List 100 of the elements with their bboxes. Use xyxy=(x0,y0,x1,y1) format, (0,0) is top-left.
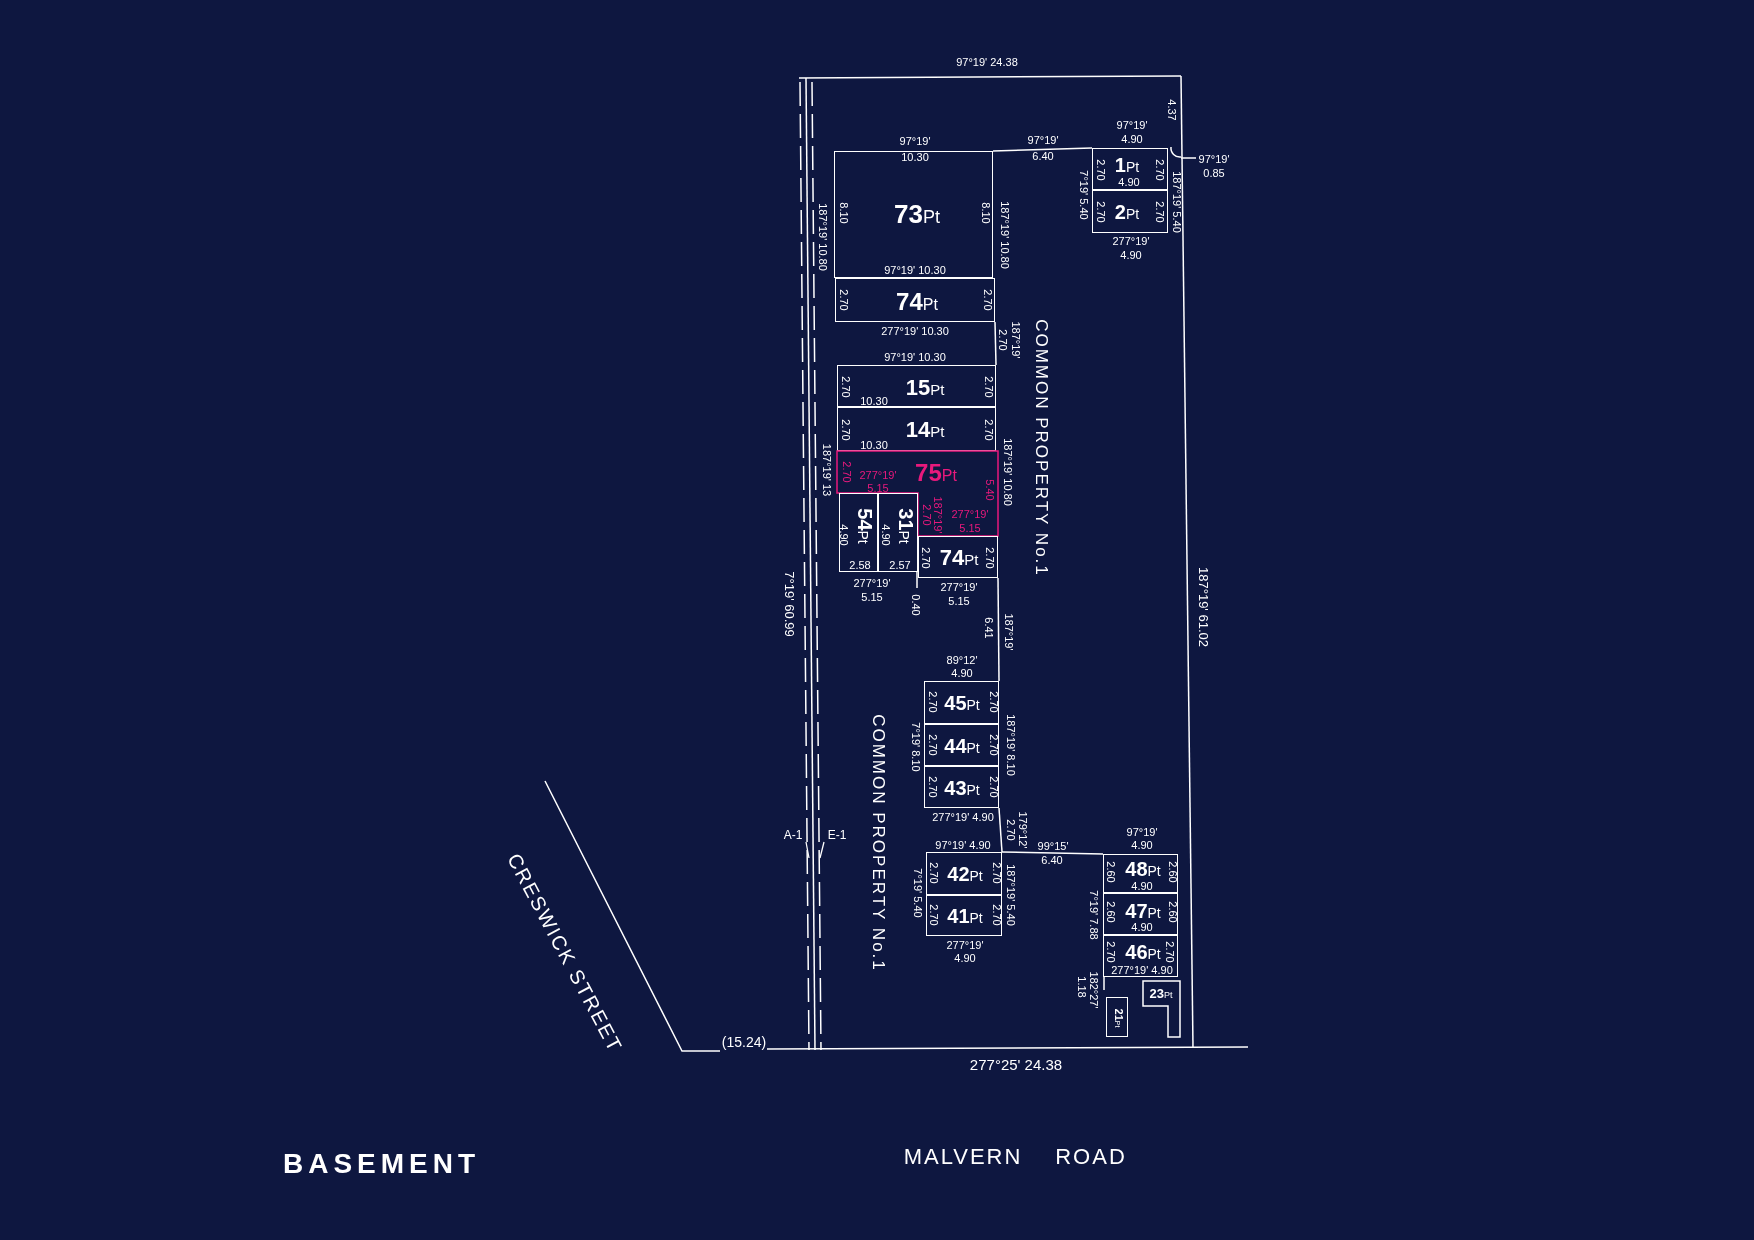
dimension-label: 2.58 xyxy=(849,559,871,571)
lot-number: 15 xyxy=(905,377,931,399)
dimension-label: 4.90 xyxy=(1131,921,1153,933)
dimension-label: 2.70 xyxy=(983,547,995,569)
lot-number: 44 xyxy=(944,736,967,756)
dimension-label: 0.85 xyxy=(1203,167,1225,179)
lot-suffix: Pt xyxy=(856,530,870,544)
lot-outline xyxy=(926,852,1002,895)
dimension-label: 6.41 xyxy=(982,617,994,639)
dimension-label: 2.70 xyxy=(1104,941,1116,963)
lot-suffix: Pt xyxy=(922,297,938,313)
lot-number: 41 xyxy=(947,906,970,926)
dimension-label: 99°15' xyxy=(1037,840,1069,852)
lot-outline xyxy=(1143,981,1180,1037)
dimension-label: 2.57 xyxy=(889,559,911,571)
lot-number: 75 xyxy=(915,461,942,485)
dimension-label: 4.90 xyxy=(1118,176,1140,188)
dimension-label: 2.60 xyxy=(1166,901,1178,923)
lot-number: 31 xyxy=(896,508,916,531)
dimension-label: 97°19' 4.90 xyxy=(935,839,991,851)
lot-outline xyxy=(926,895,1002,936)
dimension-label: 187°19' 10.80 xyxy=(998,201,1010,269)
dimension-label: 187°19' 5.40 xyxy=(1170,171,1182,233)
lot-suffix: Pt xyxy=(969,911,983,925)
lot-outline xyxy=(918,536,998,578)
dimension-label: 2.70 xyxy=(920,504,932,526)
lot-suffix: Pt xyxy=(1164,990,1173,1000)
dimension-label: 6.40 xyxy=(1032,150,1054,162)
leader-line xyxy=(819,841,825,859)
lot-number: 47 xyxy=(1125,901,1148,921)
dimension-label: 10.30 xyxy=(860,439,888,451)
dimension-label: 6.40 xyxy=(1041,854,1063,866)
dimension-label: 2.70 xyxy=(1153,201,1165,223)
street-name: ROAD xyxy=(1055,1146,1127,1168)
lot-outline xyxy=(878,493,918,572)
dimension-label: 2.70 xyxy=(981,289,993,311)
lot-suffix: Pt xyxy=(966,741,980,755)
dimension-label: 5.15 xyxy=(959,522,981,534)
dimension-label: 7°19' 7.88 xyxy=(1087,890,1099,940)
dimension-label: 8.10 xyxy=(979,202,991,224)
dimension-label: 2.70 xyxy=(840,461,852,483)
dimension-label: 4.90 xyxy=(1120,249,1142,261)
lot-number: 48 xyxy=(1125,859,1148,879)
dimension-label: 4.90 xyxy=(1131,880,1153,892)
dimension-label: (15.24) xyxy=(721,1035,767,1049)
dimension-label: 0.40 xyxy=(909,594,921,616)
lot-outline xyxy=(835,278,995,322)
dimension-label: 1.18 xyxy=(1075,976,1087,998)
lot-number: 45 xyxy=(944,693,967,713)
lot-number: 2 xyxy=(1114,202,1126,222)
dimension-label: 2.70 xyxy=(927,904,939,926)
lot-suffix: Pt xyxy=(964,552,979,567)
lot-outline xyxy=(837,407,996,451)
lot-suffix: Pt xyxy=(1147,947,1161,961)
dimension-label: 89°12' xyxy=(946,654,978,666)
area-label: COMMON PROPERTY No.1 xyxy=(1032,319,1050,577)
dimension-label: 179°12' xyxy=(1016,811,1028,849)
lot-number: 73 xyxy=(894,201,923,227)
lot-outline xyxy=(924,724,999,766)
lot-suffix: Pt xyxy=(966,698,980,712)
lot-suffix: Pt xyxy=(1125,207,1140,221)
lot-outline xyxy=(1106,997,1128,1037)
dimension-label: 10.30 xyxy=(901,151,929,163)
dimension-label: 97°19' xyxy=(1126,826,1158,838)
lot-suffix: Pt xyxy=(969,869,983,883)
dimension-label: 2.70 xyxy=(1163,941,1175,963)
lot-suffix: Pt xyxy=(966,783,980,797)
dimension-label: 2.70 xyxy=(839,376,851,398)
area-label: COMMON PROPERTY No.1 xyxy=(869,714,887,972)
dimension-label: 2.70 xyxy=(982,419,994,441)
lot-number: 21 xyxy=(1112,1008,1124,1021)
dimension-label: 2.70 xyxy=(987,691,999,713)
dimension-label: 187°19' 8.10 xyxy=(1004,714,1016,776)
dimension-label: 182°27' xyxy=(1087,971,1099,1009)
lot-outline xyxy=(834,151,993,278)
dimension-label: 2.70 xyxy=(926,691,938,713)
dimension-label: 187°19' xyxy=(931,496,943,534)
dimension-label: 4.37 xyxy=(1165,99,1177,121)
dimension-label: 2.70 xyxy=(839,419,851,441)
dimension-label: 10.30 xyxy=(860,395,888,407)
dimension-label: 187°19' 5.40 xyxy=(1004,864,1016,926)
leader-line xyxy=(805,841,810,859)
dimension-label: 2.70 xyxy=(990,862,1002,884)
dimension-label: 2.70 xyxy=(990,904,1002,926)
lot-number: 74 xyxy=(939,547,965,569)
dimension-label: 277°19' 10.30 xyxy=(881,325,949,337)
dimension-label: 187°19' 61.02 xyxy=(1196,567,1210,647)
dimension-label: 2.60 xyxy=(1104,901,1116,923)
dimension-label: 5.40 xyxy=(983,479,995,501)
lot-suffix: Pt xyxy=(941,468,957,484)
dimension-label: 2.70 xyxy=(1004,819,1016,841)
dimension-label: 277°19' xyxy=(859,469,897,481)
lot-number: 1 xyxy=(1114,155,1126,175)
dimension-label: 187°19' 13 xyxy=(820,443,832,497)
leader-label: E-1 xyxy=(824,828,850,842)
dimension-label: 277°19' xyxy=(853,577,891,589)
lot-number: 14 xyxy=(905,419,931,441)
dimension-label: 2.70 xyxy=(1153,159,1165,181)
lot-number: 43 xyxy=(944,778,967,798)
lot-outline xyxy=(1092,190,1168,233)
